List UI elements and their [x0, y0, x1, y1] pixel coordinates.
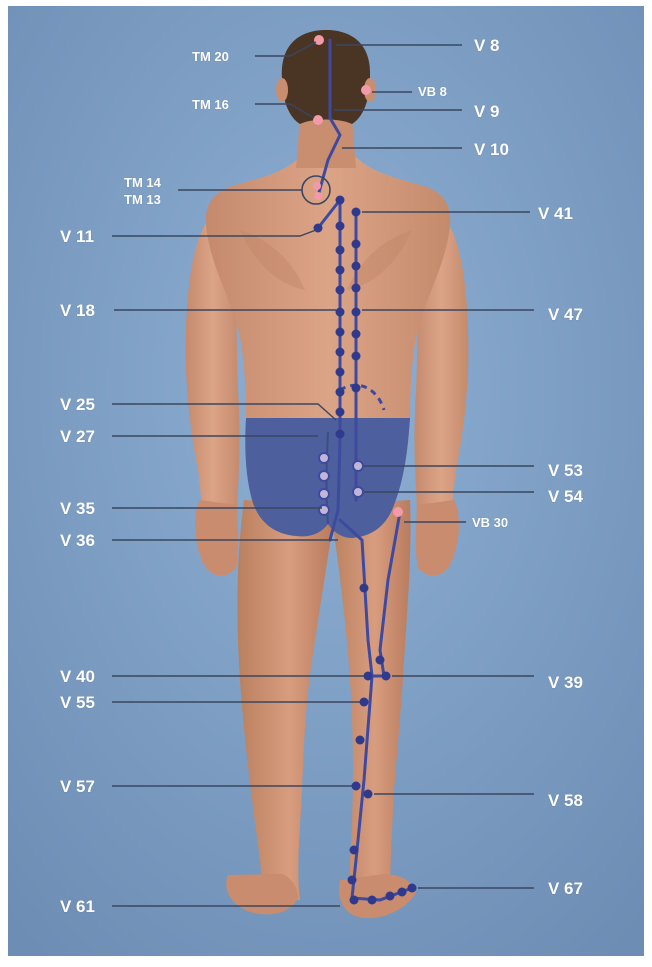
meridian-point [382, 672, 391, 681]
meridian-point [352, 352, 361, 361]
pink-point-tm16 [313, 115, 323, 125]
meridian-point [408, 884, 417, 893]
sacral-point [353, 461, 363, 471]
pink-point-vb8 [361, 85, 371, 95]
meridian-point [352, 384, 361, 393]
label-v25: V 25 [60, 396, 95, 413]
label-v53: V 53 [548, 462, 583, 479]
meridian-point [368, 896, 377, 905]
meridian-point [336, 286, 345, 295]
sacral-point [319, 453, 329, 463]
pink-point-tm20 [314, 35, 324, 45]
meridian-point [360, 698, 369, 707]
pink-point-tm13 [314, 192, 322, 200]
label-tm13: TM 13 [124, 193, 161, 206]
meridian-point [336, 222, 345, 231]
pink-point-vb30 [393, 507, 403, 517]
sacral-point [319, 505, 329, 515]
label-v61: V 61 [60, 898, 95, 915]
meridian-point [360, 584, 369, 593]
meridian-point [364, 790, 373, 799]
meridian-point [336, 246, 345, 255]
label-v54: V 54 [548, 488, 583, 505]
meridian-point [376, 656, 385, 665]
meridian-point [356, 736, 365, 745]
meridian-point [336, 196, 345, 205]
label-v9: V 9 [474, 103, 500, 120]
meridian-point [348, 876, 357, 885]
meridian-point [336, 328, 345, 337]
label-v18: V 18 [60, 302, 95, 319]
left-ear [276, 78, 288, 102]
label-v55: V 55 [60, 694, 95, 711]
meridian-point [336, 430, 345, 439]
meridian-point [398, 888, 407, 897]
label-tm16: TM 16 [192, 98, 229, 111]
label-v36: V 36 [60, 532, 95, 549]
meridian-point [352, 262, 361, 271]
meridian-point [350, 896, 359, 905]
label-v35: V 35 [60, 500, 95, 517]
meridian-point [350, 846, 359, 855]
label-v41: V 41 [538, 205, 573, 222]
meridian-point [364, 672, 373, 681]
label-vb8: VB 8 [418, 85, 447, 98]
meridian-point [336, 388, 345, 397]
label-tm14: TM 14 [124, 176, 161, 189]
meridian-point [336, 368, 345, 377]
label-v10: V 10 [474, 141, 509, 158]
meridian-point [336, 308, 345, 317]
sacral-point [353, 487, 363, 497]
meridian-point [352, 330, 361, 339]
label-v8: V 8 [474, 37, 500, 54]
label-v39: V 39 [548, 674, 583, 691]
meridian-point [386, 892, 395, 901]
label-v57: V 57 [60, 778, 95, 795]
label-v40: V 40 [60, 668, 95, 685]
label-vb30: VB 30 [472, 516, 508, 529]
label-v11: V 11 [60, 228, 94, 245]
sacral-point [319, 471, 329, 481]
pink-point-tm14 [313, 182, 321, 190]
label-tm20: TM 20 [192, 50, 229, 63]
meridian-point [352, 308, 361, 317]
meridian-point [352, 208, 361, 217]
meridian-point [336, 348, 345, 357]
meridian-point [352, 284, 361, 293]
meridian-point [352, 240, 361, 249]
label-v67: V 67 [548, 880, 583, 897]
meridian-point [352, 782, 361, 791]
label-v27: V 27 [60, 428, 95, 445]
meridian-point [336, 266, 345, 275]
label-v47: V 47 [548, 306, 583, 323]
sacral-point [319, 489, 329, 499]
meridian-point [336, 408, 345, 417]
label-v58: V 58 [548, 792, 583, 809]
